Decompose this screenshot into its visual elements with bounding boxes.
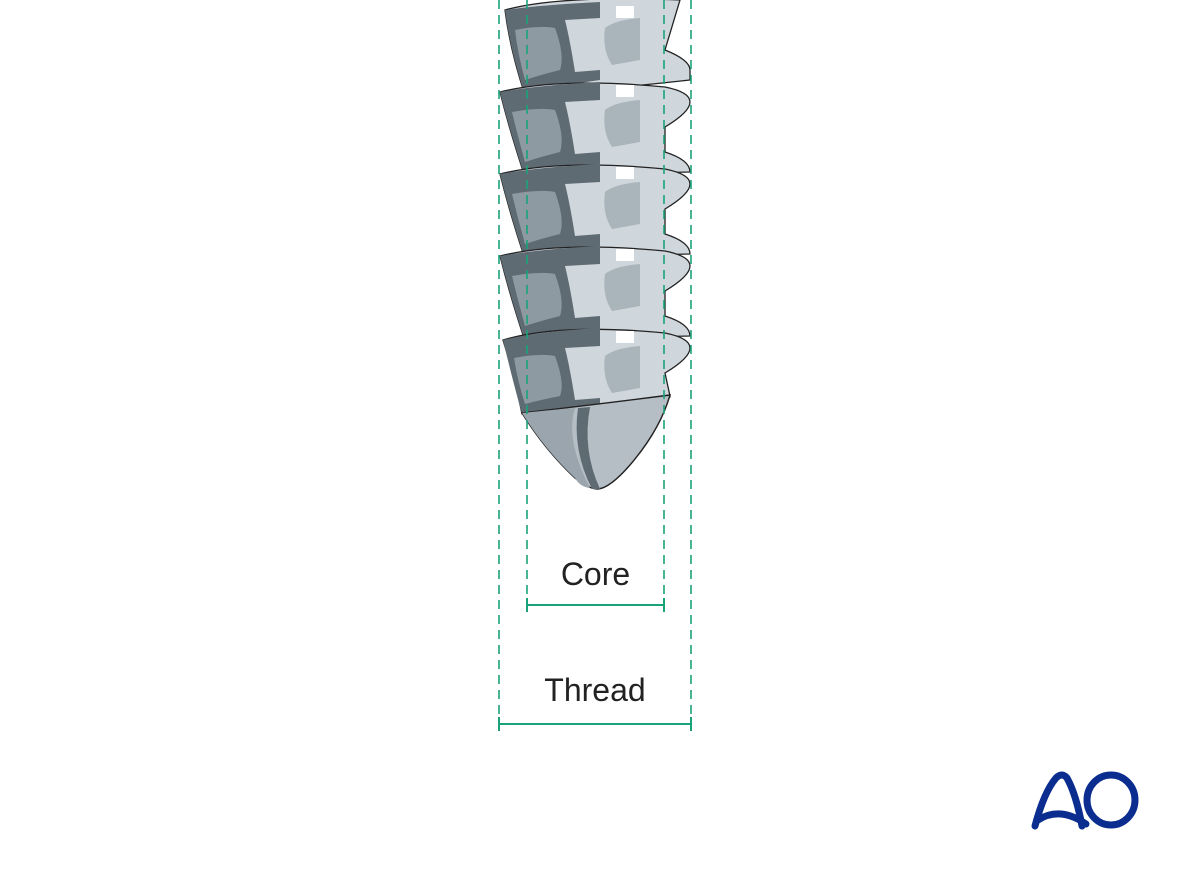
core-label: Core xyxy=(560,556,631,592)
screw-tip xyxy=(520,394,671,490)
ao-logo xyxy=(1031,771,1139,830)
dimension-guides xyxy=(498,0,692,730)
thread-turn xyxy=(504,0,691,96)
screw-body xyxy=(499,0,691,490)
thread-label: Thread xyxy=(544,672,646,708)
dimension-lines xyxy=(498,598,692,731)
